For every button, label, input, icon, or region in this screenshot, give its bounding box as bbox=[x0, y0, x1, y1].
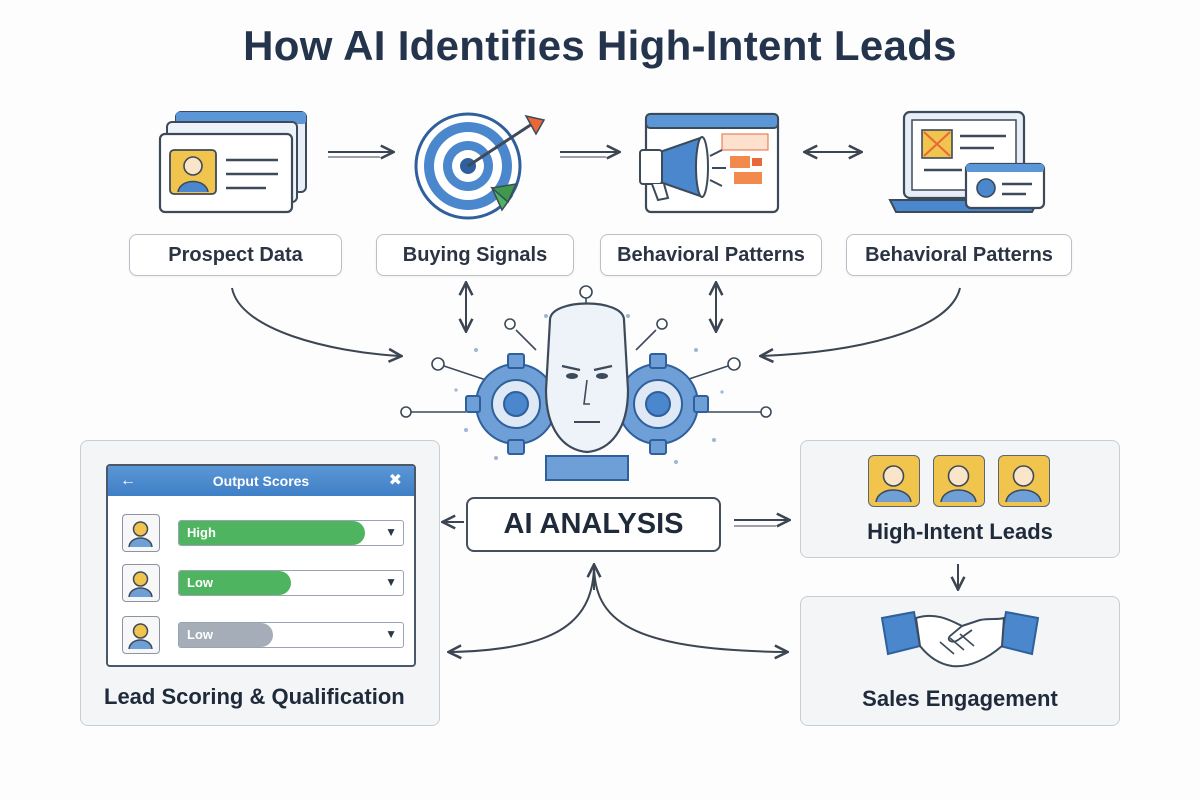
settings-icon[interactable]: ✖ bbox=[388, 472, 402, 489]
target-icon bbox=[414, 112, 546, 220]
avatar bbox=[933, 455, 985, 507]
laptop-icon bbox=[888, 110, 1046, 213]
user-icon bbox=[128, 571, 153, 598]
score-row: Low ▼ bbox=[122, 564, 404, 604]
arrow-ai-to-sales-bottom bbox=[593, 563, 786, 652]
score-row: Low ▼ bbox=[122, 616, 404, 656]
behavioral-patterns-label: Behavioral Patterns bbox=[600, 234, 822, 276]
user-icon bbox=[128, 623, 153, 650]
chevron-down-icon[interactable]: ▼ bbox=[385, 525, 397, 539]
sales-engagement-title: Sales Engagement bbox=[862, 686, 1058, 711]
back-arrow-icon[interactable]: ← bbox=[120, 472, 136, 489]
ai-analysis-label: AI ANALYSIS bbox=[466, 497, 721, 552]
prospect-cards-icon bbox=[158, 111, 307, 214]
user-icon bbox=[875, 465, 912, 503]
score-fill bbox=[179, 521, 365, 545]
arrow-ai-to-scoring-bottom bbox=[450, 563, 595, 652]
avatar bbox=[868, 455, 920, 507]
score-label: High bbox=[187, 525, 216, 540]
handshake-icon bbox=[880, 610, 1040, 668]
score-bar[interactable]: High ▼ bbox=[178, 520, 404, 546]
arrow-patterns-to-ai bbox=[762, 287, 961, 356]
chevron-down-icon[interactable]: ▼ bbox=[385, 627, 397, 641]
page-title: How AI Identifies High-Intent Leads bbox=[243, 22, 957, 69]
avatar bbox=[998, 455, 1050, 507]
lead-scoring-title: Lead Scoring & Qualification bbox=[104, 684, 405, 709]
output-scores-title: Output Scores bbox=[212, 473, 310, 489]
score-bar[interactable]: Low ▼ bbox=[178, 570, 404, 596]
megaphone-browser-icon bbox=[639, 112, 780, 214]
avatar bbox=[122, 564, 160, 602]
score-fill bbox=[179, 571, 291, 595]
score-bar[interactable]: Low ▼ bbox=[178, 622, 404, 648]
avatar bbox=[122, 616, 160, 654]
buying-signals-label: Buying Signals bbox=[376, 234, 574, 276]
score-label: Low bbox=[187, 627, 213, 642]
ai-head-gears-icon bbox=[400, 285, 772, 481]
output-scores-header: ← Output Scores ✖ bbox=[108, 466, 414, 496]
user-icon bbox=[128, 521, 153, 548]
user-icon bbox=[1005, 465, 1042, 503]
score-row: High ▼ bbox=[122, 514, 404, 554]
score-fill bbox=[179, 623, 274, 647]
behavioral-patterns-label-2: Behavioral Patterns bbox=[846, 234, 1072, 276]
chevron-down-icon[interactable]: ▼ bbox=[385, 575, 397, 589]
arrow-prospect-to-ai bbox=[231, 287, 400, 356]
high-intent-title: High-Intent Leads bbox=[867, 519, 1053, 544]
output-scores-card: ← Output Scores ✖ High ▼ Low ▼ bbox=[106, 464, 416, 667]
score-label: Low bbox=[187, 575, 213, 590]
prospect-data-label: Prospect Data bbox=[129, 234, 342, 276]
user-icon bbox=[940, 465, 977, 503]
avatar bbox=[122, 514, 160, 552]
